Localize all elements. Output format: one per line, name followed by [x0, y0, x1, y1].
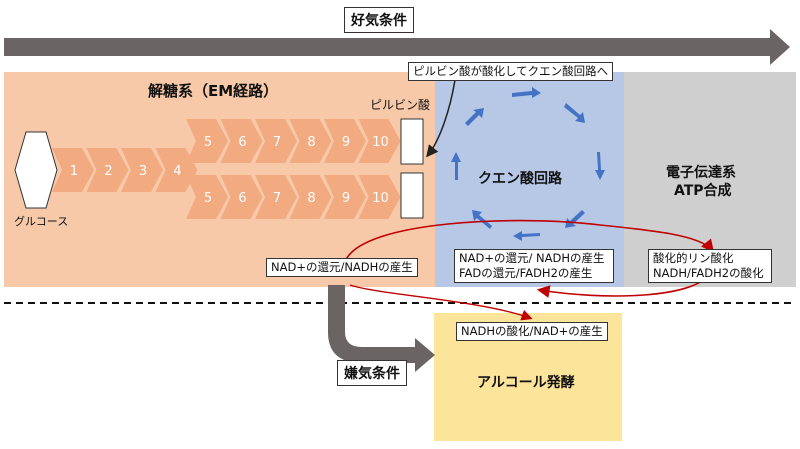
step-1-chevron	[52, 148, 94, 192]
tca-title: クエン酸回路	[478, 171, 562, 187]
step-3-chevron	[121, 148, 163, 192]
step-top-9-label: 9	[342, 135, 350, 150]
step-top-10-label: 10	[372, 135, 389, 150]
pyruvate-label: ピルビン酸	[370, 98, 431, 112]
pyruvate-box-top	[400, 118, 424, 165]
tca-nad-note: NAD+の還元/ NADHの産生 FADの還元/FADH2の産生	[454, 249, 614, 283]
step-2-chevron	[86, 148, 129, 192]
step-top-8-chevron	[289, 119, 332, 163]
fermentation-note: NADHの酸化/NAD+の産生	[456, 322, 608, 341]
glycolysis-title: 解糖系（EM経路）	[148, 82, 279, 100]
step-4-label: 4	[173, 164, 181, 179]
etc-note-line2: NADH/FADH2の酸化	[653, 266, 764, 280]
step-top-8-label: 8	[307, 135, 315, 150]
step-bottom-6-label: 6	[238, 191, 246, 206]
step-top-6-label: 6	[238, 135, 246, 150]
step-bottom-9-label: 9	[342, 191, 350, 206]
cycle-arrow	[465, 108, 484, 126]
step-bottom-7-chevron	[255, 175, 297, 219]
etc-note: 酸化的リン酸化 NADH/FADH2の酸化	[648, 249, 772, 283]
step-top-7-label: 7	[273, 135, 281, 150]
step-top-5-label: 5	[204, 135, 212, 150]
step-chevrons: 1 2 3 4 5 6 7 8 9 10 5 6 7 8 9 10	[52, 119, 401, 219]
etc-note-line1: 酸化的リン酸化	[653, 251, 734, 265]
cycle-arrow	[451, 152, 461, 180]
step-bottom-5-chevron	[186, 175, 228, 219]
cycle-arrow	[512, 87, 541, 98]
step-top-5-chevron	[186, 119, 228, 163]
cycle-arrow	[564, 103, 585, 123]
glucose-hexagon	[14, 131, 58, 209]
nadh-to-etc-red-loop	[344, 219, 715, 263]
cycle-arrow	[472, 210, 492, 229]
step-3-label: 3	[139, 164, 147, 179]
step-bottom-10-chevron	[358, 175, 401, 219]
step-4-chevron	[155, 148, 198, 192]
fermentation-title: アルコール発酵	[477, 375, 575, 391]
nadh-to-fermentation-red-line	[349, 284, 533, 321]
step-top-7-chevron	[255, 119, 297, 163]
step-bottom-10-label: 10	[372, 191, 389, 206]
pyruvate-to-tca-arrow	[426, 79, 456, 158]
step-top-10-chevron	[358, 119, 401, 163]
step-bottom-8-label: 8	[307, 191, 315, 206]
etc-title-line2: ATP合成	[674, 183, 732, 199]
step-bottom-8-chevron	[289, 175, 332, 219]
cycle-arrows	[451, 87, 605, 241]
etc-title-line1: 電子伝達系	[666, 165, 736, 181]
cycle-arrow	[513, 231, 540, 241]
step-bottom-6-chevron	[220, 175, 263, 219]
step-bottom-5-label: 5	[204, 191, 212, 206]
step-2-label: 2	[104, 164, 112, 179]
anaerobic-label: 嫌気条件	[337, 360, 407, 386]
step-top-9-chevron	[324, 119, 366, 163]
aerobic-arrow	[4, 29, 790, 65]
step-bottom-9-chevron	[324, 175, 366, 219]
pyruvate-note: ピルビン酸が酸化してクエン酸回路へ	[408, 62, 614, 81]
cycle-arrow	[565, 210, 585, 228]
step-top-6-chevron	[220, 119, 263, 163]
tca-note-line2: FADの還元/FADH2の産生	[459, 266, 593, 280]
pyruvate-box-bottom	[400, 172, 424, 219]
glycolysis-nad-note: NAD+の還元/NADHの産生	[266, 258, 418, 277]
anaerobic-arrow	[328, 285, 435, 372]
step-bottom-7-label: 7	[273, 191, 281, 206]
cycle-arrow	[595, 152, 605, 180]
glucose-label: グルコース	[14, 215, 69, 228]
tca-note-line1: NAD+の還元/ NADHの産生	[459, 251, 605, 265]
step-1-label: 1	[70, 164, 78, 179]
aerobic-label: 好気条件	[344, 7, 414, 33]
